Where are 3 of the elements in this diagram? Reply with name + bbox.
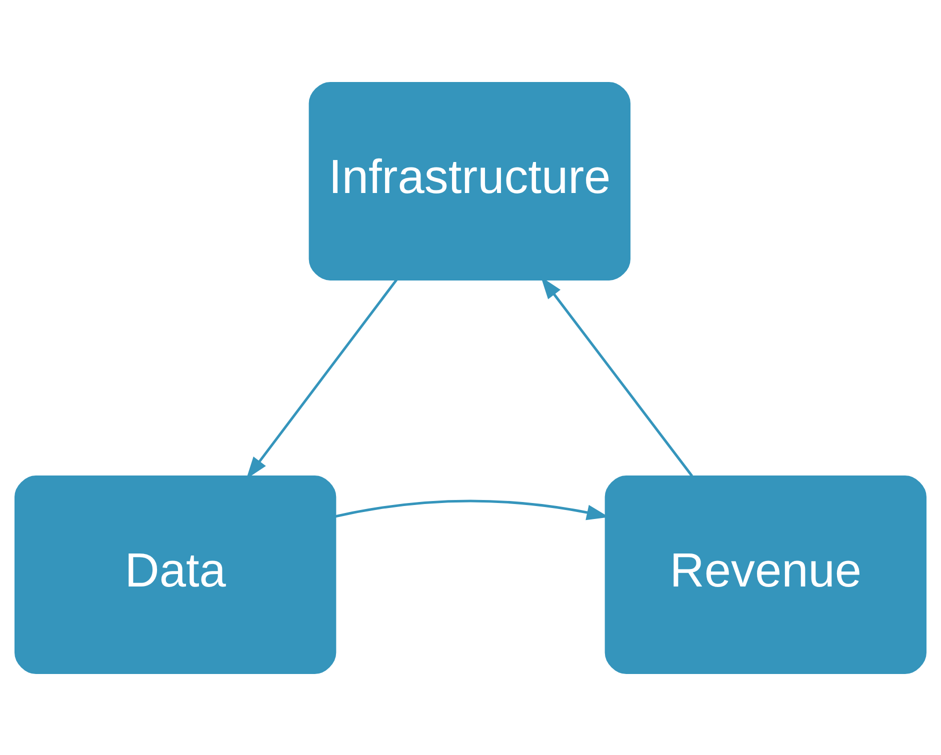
node-box: Revenue (604, 475, 926, 674)
node-box: Infrastructure (308, 82, 630, 280)
node-box: Data (14, 475, 336, 674)
